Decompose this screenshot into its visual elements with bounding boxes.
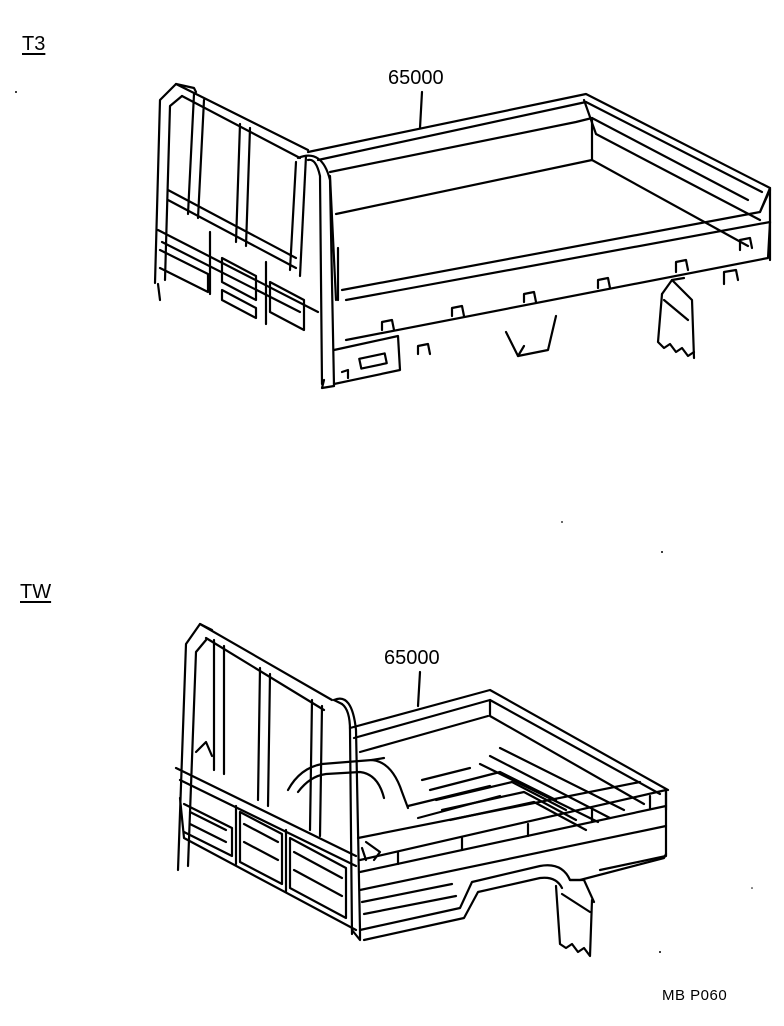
part-number-tw: 65000 (384, 647, 440, 669)
t3-tray-deck (308, 94, 770, 384)
t3-leader-line (420, 92, 422, 128)
diagram-ref-code: MB P060 (662, 987, 728, 1004)
tw-headboard (176, 624, 360, 940)
part-number-t3: 65000 (388, 67, 444, 89)
section-label-t3: T3 (22, 33, 46, 55)
tw-leader-line (418, 672, 420, 706)
section-label-tw: TW (20, 581, 52, 603)
tw-tray-tub (288, 690, 668, 956)
t3-headboard (155, 84, 334, 388)
